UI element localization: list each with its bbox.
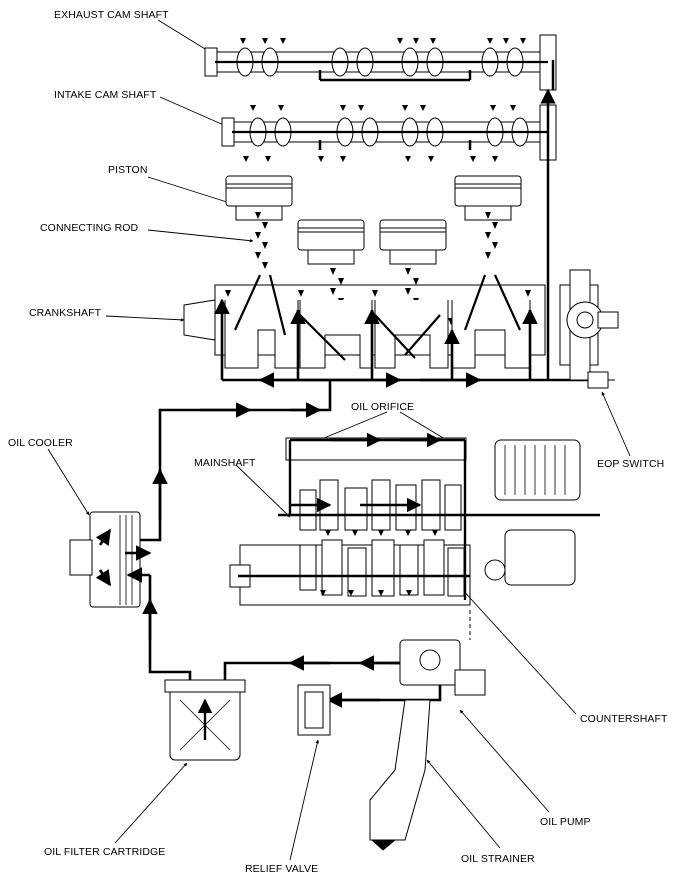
- label-oil-pump: OIL PUMP: [540, 816, 591, 828]
- piston-2: [297, 219, 365, 265]
- cam-oil-riser: [318, 60, 556, 380]
- label-countershaft: COUNTERSHAFT: [580, 713, 668, 725]
- label-exhaust-cam-shaft: EXHAUST CAM SHAFT: [54, 9, 169, 21]
- relief-valve: [297, 684, 331, 736]
- transmission-oil-lines: [288, 432, 467, 600]
- connecting-rod-spray: [225, 212, 531, 325]
- label-mainshaft: MAINSHAFT: [194, 457, 256, 469]
- oil-strainer: [369, 699, 431, 851]
- oil-cooler: [69, 511, 141, 608]
- oil-filter: [164, 679, 246, 761]
- crankshaft: [183, 274, 546, 369]
- label-oil-cooler: OIL COOLER: [8, 437, 73, 449]
- pistons: [225, 175, 522, 265]
- label-piston: PISTON: [108, 164, 148, 176]
- label-connecting-rod: CONNECTING ROD: [40, 222, 139, 234]
- right-side-assembly: [559, 269, 619, 381]
- label-intake-cam-shaft: INTAKE CAM SHAFT: [54, 89, 157, 101]
- piston-4: [454, 175, 522, 221]
- label-oil-strainer: OIL STRAINER: [461, 853, 535, 865]
- label-oil-orifice: OIL ORIFICE: [351, 401, 415, 413]
- intake-camshaft: [221, 104, 557, 161]
- crank-oil-gallery: [214, 298, 590, 388]
- clutch: [484, 439, 581, 586]
- label-crankshaft: CRANKSHAFT: [29, 307, 102, 319]
- piston-3: [379, 219, 447, 265]
- label-eop-switch: EOP SWITCH: [597, 458, 665, 470]
- cam-oil-spray: [240, 38, 526, 162]
- exhaust-camshaft: [204, 34, 557, 91]
- oil-pump: [399, 639, 486, 696]
- eop-switch: [587, 371, 615, 389]
- label-oil-filter-cartridge: OIL FILTER CARTRIDGE: [44, 846, 166, 858]
- label-relief-valve: RELIEF VALVE: [245, 863, 319, 875]
